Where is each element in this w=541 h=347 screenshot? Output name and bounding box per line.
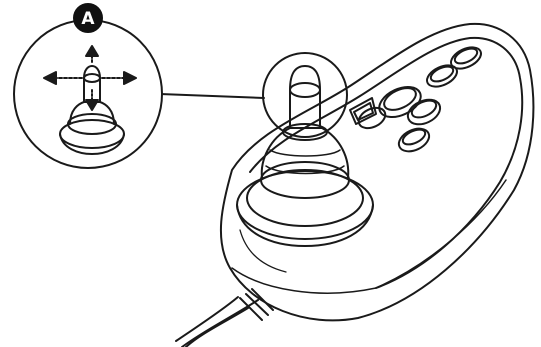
callout-badge: A <box>74 4 102 32</box>
callout-letter: A <box>81 9 95 29</box>
button-top-2 <box>424 61 461 91</box>
joystick-icon <box>237 53 373 246</box>
callout-circle <box>14 20 162 168</box>
button-left <box>350 98 376 124</box>
leader-line <box>160 94 264 98</box>
controller-body <box>221 24 534 321</box>
button-right-2 <box>395 124 432 156</box>
